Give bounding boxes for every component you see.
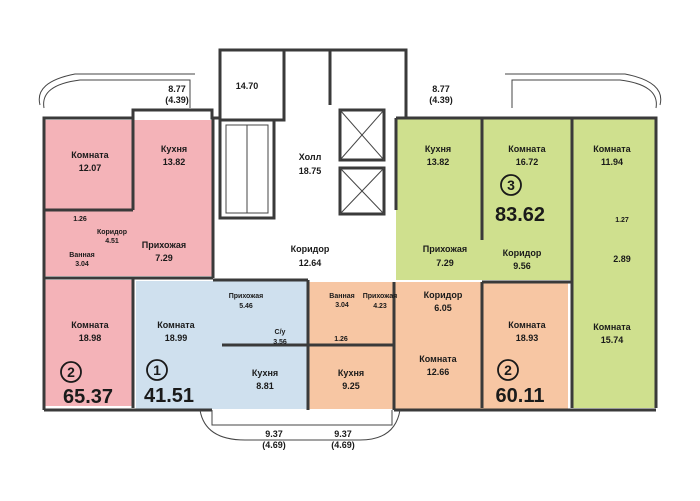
room-area: 3.56 [273,339,287,346]
room-name: Ванная [69,252,94,259]
room-name: Кухня [425,144,451,154]
balcony-top-right-area: 8.77 [432,84,450,94]
total-area: 83.62 [495,204,545,226]
room-area: 4.51 [105,238,119,245]
balcony-bottom-left-area: 9.37 [265,429,283,439]
room-area: 13.82 [163,157,186,167]
hall-name: Холл [299,152,322,162]
room-name: Комната [157,320,195,330]
room-area: 1.26 [73,216,87,223]
room-name: Прихожая [229,293,264,300]
room-name: Комната [71,320,109,330]
apartment-three-labels: Кухня 13.82 Комната 16.72 Комната 11.94 … [423,144,632,345]
room-area: 2.89 [613,254,631,264]
room-fill [396,118,482,280]
room-area: 9.56 [513,261,531,271]
room-name: Комната [419,354,457,364]
room-name: Прихожая [142,240,186,250]
room-area: 16.72 [516,157,539,167]
apartment-three [396,118,656,408]
room-name: Комната [508,320,546,330]
balcony-bottom-right-area: 9.37 [334,429,352,439]
room-fill [133,120,213,276]
apartment-one-labels: Прихожая 5.46 Комната 18.99 С/у 3.56 Кух… [144,293,287,407]
room-area: 18.99 [165,333,188,343]
total-area: 41.51 [144,385,194,407]
rooms-count-badge [500,174,522,196]
room-name: Комната [593,144,631,154]
rooms-count-badge [146,359,168,381]
room-name: Комната [71,150,109,160]
room-name: Коридор [503,248,542,258]
room-area: 12.66 [427,367,450,377]
rooms-count: 2 [67,364,75,380]
room-name: Прихожая [363,293,398,300]
room-area: 3.04 [335,302,349,309]
room-fill [482,118,572,280]
room-area: 15.74 [601,335,624,345]
room-name: Кухня [338,368,364,378]
room-area: 3.04 [75,261,89,268]
room-area: 1.27 [615,217,629,224]
total-area: 65.37 [63,386,113,408]
walls [42,48,658,412]
balcony-top-right-sub: (4.39) [429,95,453,105]
room-area: 12.07 [79,163,102,173]
rooms-count: 3 [507,177,515,193]
total-area: 60.11 [496,385,545,407]
apartment-left [45,120,213,406]
rooms-count-badge [60,361,82,383]
room-fill [136,281,222,409]
balcony-top-left-area: 8.77 [168,84,186,94]
room-area: 4.23 [373,303,387,310]
rooms-count: 2 [504,362,512,378]
rooms-count-badge [497,359,519,381]
rooms-count: 1 [153,362,161,378]
room-name: Ванная [329,293,354,300]
balcony-top-left-sub: (4.39) [165,95,189,105]
room-name: Прихожая [423,244,467,254]
room-name: Кухня [161,144,187,154]
room-fill [572,118,656,408]
corridor-area: 12.64 [299,258,322,268]
room-area: 5.46 [239,303,253,310]
room-area: 8.81 [256,381,274,391]
room-name: Коридор [424,290,463,300]
room-area: 18.93 [516,333,539,343]
room-name: Комната [508,144,546,154]
balcony-bottom-left-sub: (4.69) [262,440,286,450]
room-area: 18.98 [79,333,102,343]
apartment-center-labels: Ванная 3.04 Прихожая 4.23 1.26 Кухня 9.2… [329,290,546,407]
room-name: С/у [275,329,286,336]
room-name: Комната [593,322,631,332]
balcony-bottom-right-sub: (4.69) [331,440,355,450]
room-fill [45,280,133,406]
apartment-left-labels: Комната 12.07 Кухня 13.82 Коридор 4.51 П… [60,144,187,408]
hall-area: 18.75 [299,166,322,176]
stairs [225,124,269,214]
room-area: 13.82 [427,157,450,167]
room-area: 9.25 [342,381,360,391]
room-name: Кухня [252,368,278,378]
room-fill [45,120,133,276]
room-area: 7.29 [155,253,173,263]
balconies [38,73,662,441]
stair-area: 14.70 [236,81,259,91]
room-area: 7.29 [436,258,454,268]
room-area: 11.94 [601,157,623,167]
room-name: Коридор [97,229,127,236]
room-area: 6.05 [434,303,452,313]
room-area: 1.26 [334,336,348,343]
corridor-name: Коридор [291,244,330,254]
